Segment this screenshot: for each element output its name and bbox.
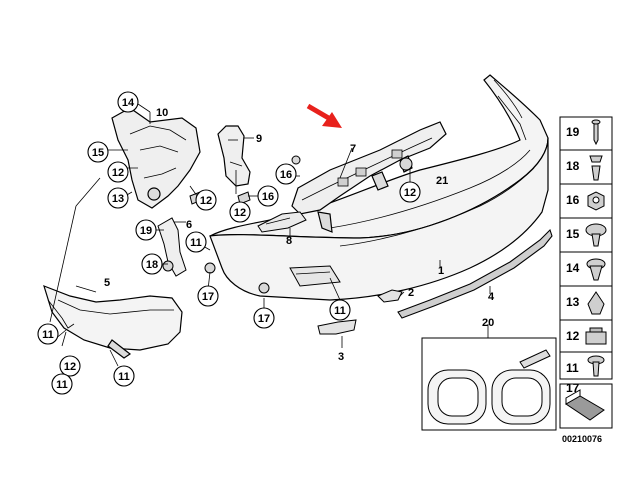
side-bracket xyxy=(111,107,201,209)
rear-bumper-cover xyxy=(209,74,549,301)
callout-number: 11 xyxy=(118,371,130,383)
callout-number: 12 xyxy=(200,195,212,207)
set-20-box xyxy=(421,337,557,431)
callout-c11d: 11 xyxy=(51,373,73,395)
callout-circle xyxy=(113,365,135,387)
fastener-legend xyxy=(559,116,613,429)
label-5: 5 xyxy=(104,277,110,289)
callout-c11a: 11 xyxy=(185,231,207,253)
callout-circle xyxy=(141,253,163,275)
callout-number: 12 xyxy=(404,187,416,199)
label-6: 6 xyxy=(186,219,192,231)
callout-layer: 14 15 12 13 16 12 12 16 12 19 11 18 17 17 11 11 12 11 11 xyxy=(37,91,421,395)
callout-circle xyxy=(87,141,109,163)
bumper-carrier xyxy=(291,121,447,233)
callout-c12a: 12 xyxy=(107,161,129,183)
highlight-arrow xyxy=(306,103,342,128)
legend-12: 12 xyxy=(566,329,580,343)
label-7: 7 xyxy=(350,143,356,155)
callout-circle xyxy=(59,355,81,377)
callout-number: 14 xyxy=(122,97,135,109)
callout-circle xyxy=(37,323,59,345)
label-10: 10 xyxy=(156,107,168,119)
callout-number: 11 xyxy=(42,329,54,341)
legend-19: 19 xyxy=(566,125,580,139)
label-1: 1 xyxy=(438,265,444,277)
label-3: 3 xyxy=(338,351,344,363)
callout-number: 17 xyxy=(202,291,214,303)
callout-number: 12 xyxy=(234,207,246,219)
side-trim-panel xyxy=(43,284,183,359)
callout-number: 16 xyxy=(262,191,274,203)
callout-c19: 19 xyxy=(135,219,157,241)
callout-circle xyxy=(329,299,351,321)
drawing-number: 00210076 xyxy=(562,434,602,444)
legend-18: 18 xyxy=(566,159,580,173)
callout-circle xyxy=(51,373,73,395)
absorber-bracket xyxy=(257,211,307,233)
callout-number: 18 xyxy=(146,259,158,271)
callout-c14: 14 xyxy=(117,91,139,113)
callout-c17a: 17 xyxy=(197,285,219,307)
callout-circle xyxy=(229,201,251,223)
callout-circle xyxy=(197,285,219,307)
callout-number: 19 xyxy=(140,225,152,237)
callout-number: 12 xyxy=(112,167,124,179)
label-8: 8 xyxy=(286,235,292,247)
callout-circle xyxy=(195,189,217,211)
legend-16: 16 xyxy=(566,193,580,207)
callout-number: 11 xyxy=(190,237,202,249)
callout-circle xyxy=(107,161,129,183)
callout-circle xyxy=(117,91,139,113)
callout-circle xyxy=(275,163,297,185)
callout-c12b: 12 xyxy=(195,189,217,211)
callout-circle xyxy=(253,307,275,329)
callout-c17b: 17 xyxy=(253,307,275,329)
label-4: 4 xyxy=(488,291,495,303)
label-9: 9 xyxy=(256,133,262,145)
callout-c12c: 12 xyxy=(229,201,251,223)
label-21: 21 xyxy=(436,175,448,187)
callout-c11c: 11 xyxy=(37,323,59,345)
callout-number: 13 xyxy=(112,193,124,205)
legend-15: 15 xyxy=(566,227,580,241)
legend-13: 13 xyxy=(566,295,580,309)
callout-number: 11 xyxy=(334,305,346,317)
trim-molding xyxy=(397,228,553,319)
leader-lines xyxy=(47,103,491,380)
callout-c16b: 16 xyxy=(275,163,297,185)
callout-number: 16 xyxy=(280,169,292,181)
callout-circle xyxy=(257,185,279,207)
callout-c11b: 11 xyxy=(329,299,351,321)
callout-circle xyxy=(135,219,157,241)
callout-number: 15 xyxy=(92,147,104,159)
callout-circle xyxy=(185,231,207,253)
label-2: 2 xyxy=(408,287,414,299)
reflector xyxy=(317,319,357,335)
callout-number: 17 xyxy=(258,313,270,325)
callout-c18: 18 xyxy=(141,253,163,275)
callout-c12d: 12 xyxy=(399,181,421,203)
callout-c13: 13 xyxy=(107,187,129,209)
legend-17: 17 xyxy=(566,381,580,395)
label-20: 20 xyxy=(482,317,494,329)
callout-number: 11 xyxy=(56,379,68,391)
callout-circle xyxy=(107,187,129,209)
legend-14: 14 xyxy=(566,261,580,275)
callout-circle xyxy=(399,181,421,203)
callout-c12e: 12 xyxy=(59,355,81,377)
callout-c16a: 16 xyxy=(257,185,279,207)
legend-11: 11 xyxy=(566,361,579,375)
mount-bracket xyxy=(217,125,251,187)
callout-number: 12 xyxy=(64,361,76,373)
callout-c11e: 11 xyxy=(113,365,135,387)
callout-c15: 15 xyxy=(87,141,109,163)
